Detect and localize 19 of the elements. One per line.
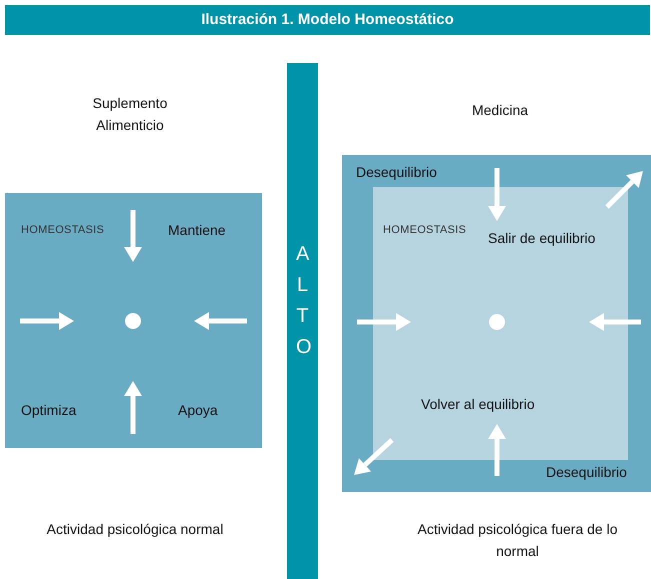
homeostasis-panel [373, 187, 628, 460]
text-label: Desequilibrio [546, 463, 627, 481]
text-label: Suplemento Alimenticio [92, 94, 168, 135]
text-label: Optimiza [21, 401, 76, 419]
text-label: Salir de equilibrio [488, 229, 596, 247]
text-label: Mantiene [168, 221, 226, 239]
text-label: Medicina [470, 101, 530, 120]
text-label: Actividad psicológica normal [46, 520, 224, 539]
stop-bar [287, 63, 318, 579]
panel-heading: HOMEOSTASIS [21, 223, 104, 238]
imbalance-panel [342, 155, 651, 492]
homeostasis-panel [5, 193, 262, 448]
text-label: Desequilibrio [356, 163, 437, 181]
text-label: Apoya [178, 401, 218, 419]
title-banner: Ilustración 1. Modelo Homeostático [5, 5, 650, 35]
stop-text: ALTO [295, 242, 313, 360]
text-label: Actividad psicológica fuera de lo normal [416, 520, 618, 561]
text-label: Volver al equilibrio [421, 395, 535, 413]
panel-heading: HOMEOSTASIS [383, 223, 466, 238]
